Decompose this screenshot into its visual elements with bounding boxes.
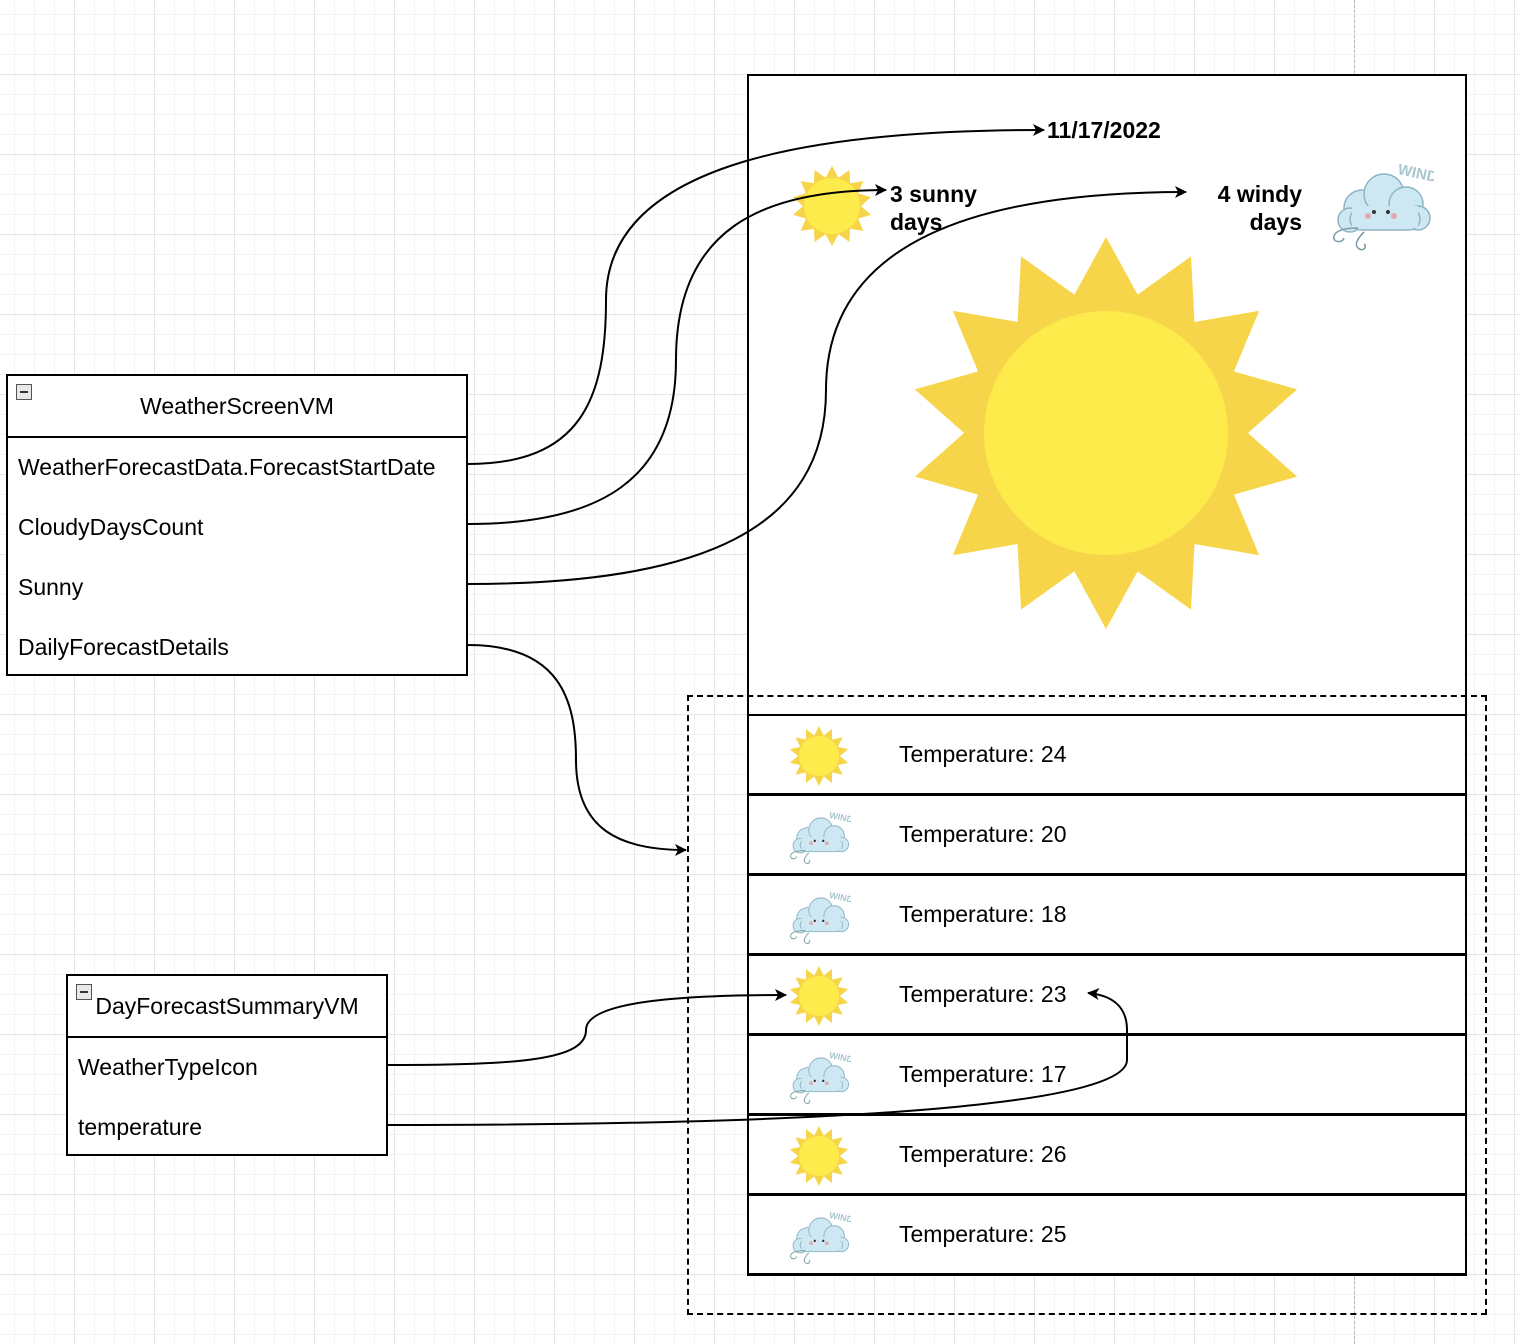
svg-text:WINDY: WINDY bbox=[828, 890, 851, 906]
forecast-start-date: 11/17/2022 bbox=[1047, 117, 1161, 143]
forecast-row[interactable]: Temperature: 26 bbox=[747, 1114, 1467, 1195]
forecast-row[interactable]: WINDY Temperature: 18 bbox=[747, 874, 1467, 955]
temperature-label: Temperature: 17 bbox=[899, 1061, 1067, 1087]
forecast-row[interactable]: Temperature: 24 bbox=[747, 714, 1467, 795]
large-sun-icon bbox=[914, 237, 1298, 629]
windy-cloud-icon: WINDY bbox=[790, 890, 851, 945]
vm-field[interactable]: Sunny bbox=[18, 574, 84, 600]
sun-icon bbox=[789, 1126, 849, 1186]
temperature-label: Temperature: 18 bbox=[899, 901, 1067, 927]
windy-days-line2: days bbox=[1249, 209, 1302, 235]
vm-title: WeatherScreenVM bbox=[140, 393, 334, 419]
vm-title: DayForecastSummaryVM bbox=[95, 993, 359, 1019]
vm-field[interactable]: DailyForecastDetails bbox=[18, 634, 229, 660]
sun-icon bbox=[789, 726, 849, 786]
forecast-row[interactable]: WINDY Temperature: 25 bbox=[747, 1194, 1467, 1275]
temperature-label: Temperature: 20 bbox=[899, 821, 1067, 847]
windy-cloud-icon: WINDY bbox=[790, 1210, 851, 1265]
connector-arrow bbox=[467, 644, 687, 856]
vm-field[interactable]: CloudyDaysCount bbox=[18, 514, 204, 540]
sun-icon bbox=[789, 966, 849, 1026]
small-sun-icon bbox=[793, 166, 871, 246]
sunny-days-count: 3 sunny days bbox=[890, 180, 977, 236]
vm-field[interactable]: WeatherForecastData.ForecastStartDate bbox=[18, 454, 436, 480]
svg-text:WINDY: WINDY bbox=[828, 1050, 851, 1066]
svg-text:WINDY: WINDY bbox=[828, 810, 851, 826]
windy-cloud-icon: WINDY bbox=[790, 810, 851, 865]
vm-field[interactable]: WeatherTypeIcon bbox=[78, 1054, 258, 1080]
large-sun-core bbox=[984, 311, 1228, 555]
vm-field[interactable]: temperature bbox=[78, 1114, 203, 1140]
windy-cloud-icon: WINDY bbox=[1332, 161, 1434, 251]
sunny-days-line1: 3 sunny bbox=[890, 181, 977, 207]
windy-days-count: 4 windy days bbox=[1160, 180, 1302, 236]
temperature-label: Temperature: 24 bbox=[899, 741, 1067, 767]
windy-days-line1: 4 windy bbox=[1217, 181, 1302, 207]
temperature-label: Temperature: 26 bbox=[899, 1141, 1067, 1167]
forecast-row[interactable]: WINDY Temperature: 20 bbox=[747, 794, 1467, 875]
svg-text:WINDY: WINDY bbox=[828, 1210, 851, 1226]
temperature-label: Temperature: 23 bbox=[899, 981, 1067, 1007]
vm-title-bar: WeatherScreenVM bbox=[8, 376, 466, 438]
sunny-days-line2: days bbox=[890, 209, 943, 235]
forecast-row[interactable]: WINDY Temperature: 17 bbox=[747, 1034, 1467, 1115]
vm-title-bar: DayForecastSummaryVM bbox=[68, 976, 386, 1038]
collapse-icon[interactable] bbox=[16, 384, 32, 400]
day-forecast-summary-vm-box[interactable]: DayForecastSummaryVM WeatherTypeIcon tem… bbox=[66, 974, 388, 1156]
collapse-icon[interactable] bbox=[76, 984, 92, 1000]
forecast-row[interactable]: Temperature: 23 bbox=[747, 954, 1467, 1035]
weather-screen-vm-box[interactable]: WeatherScreenVM WeatherForecastData.Fore… bbox=[6, 374, 468, 676]
temperature-label: Temperature: 25 bbox=[899, 1221, 1067, 1247]
windy-cloud-icon: WINDY bbox=[790, 1050, 851, 1105]
